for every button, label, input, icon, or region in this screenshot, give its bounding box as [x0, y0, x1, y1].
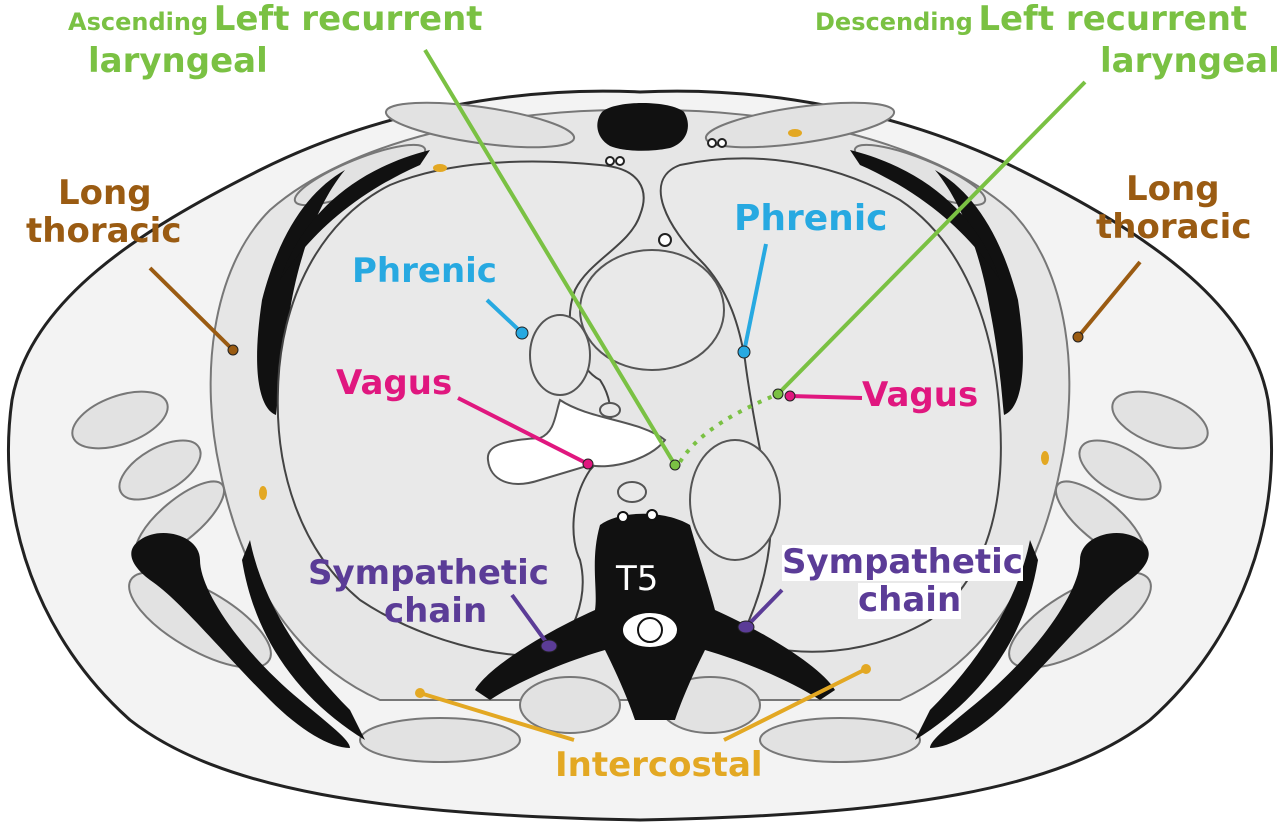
pleural-recess-left — [617, 511, 629, 523]
long-thoracic-left-leader — [148, 266, 235, 352]
ribs — [242, 150, 1038, 740]
ascending-recurrent-laryngeal-dot — [669, 459, 681, 471]
ascending-main: Left recurrent — [213, 0, 483, 39]
vagus-right-dot — [784, 390, 796, 402]
phrenic-right-leader — [742, 243, 768, 353]
phrenic-left-leader — [485, 298, 524, 335]
sympathetic-right-ganglion — [737, 620, 755, 634]
intercostal-left-leader — [419, 691, 575, 742]
mediastinal-structures — [529, 249, 781, 561]
intercostal-label: Intercostal — [555, 745, 763, 785]
vagus-right-label: Vagus — [862, 375, 979, 415]
descending-recurrent-laryngeal-line2: laryngeal — [1100, 41, 1280, 81]
left-lung — [659, 157, 1002, 653]
sympathetic-right-line2: chain — [858, 580, 962, 620]
long-thoracic-right-line1: Long — [1126, 169, 1220, 209]
descending-prefix: Descending — [815, 8, 973, 36]
scapulae — [131, 532, 1149, 748]
vagus-right-leader — [789, 394, 863, 400]
long-thoracic-left-line2: thoracic — [26, 211, 182, 251]
phrenic-right-label: Phrenic — [734, 198, 888, 239]
sympathetic-right-leader — [744, 588, 784, 629]
descending-main: Left recurrent — [978, 0, 1248, 39]
ascending-recurrent-laryngeal-label: Ascending Left recurrent — [68, 0, 483, 39]
intercostal-left-dot — [415, 688, 425, 698]
phrenic-left-dot — [515, 326, 529, 340]
pleural-recess-right — [646, 509, 658, 521]
long-thoracic-right-line2: thoracic — [1096, 207, 1252, 247]
descending-recurrent-laryngeal-dot — [772, 388, 784, 400]
ascending-prefix: Ascending — [68, 8, 209, 36]
sympathetic-left-line1: Sympathetic — [308, 553, 549, 593]
descending-recurrent-laryngeal-leader — [776, 80, 1087, 396]
ascending-recurrent-laryngeal-leader — [423, 48, 677, 467]
descending-recurrent-laryngeal-label: Descending Left recurrent — [815, 0, 1248, 39]
intercostal-vessels — [259, 129, 1049, 500]
sternum — [597, 103, 688, 151]
long-thoracic-right-dot — [1072, 331, 1084, 343]
long-thoracic-left-line1: Long — [58, 173, 152, 213]
vagus-left-leader — [457, 396, 589, 466]
phrenic-left-label: Phrenic — [352, 251, 497, 291]
phrenic-right-dot — [737, 345, 751, 359]
internal-thoracic-vessels — [605, 138, 727, 247]
vertebra-label: T5 — [616, 559, 659, 599]
vagus-left-dot — [582, 458, 594, 470]
sympathetic-left-leader — [510, 593, 551, 648]
intercostal-right-dot — [861, 664, 871, 674]
sympathetic-right-line1: Sympathetic — [782, 542, 1023, 582]
sympathetic-left-line2: chain — [384, 591, 488, 631]
long-thoracic-right-leader — [1076, 260, 1142, 339]
vagus-left-label: Vagus — [336, 363, 453, 403]
intercostal-right-leader — [723, 667, 867, 742]
spinal-cord — [637, 617, 663, 643]
sympathetic-left-ganglion — [540, 639, 558, 653]
recurrent-laryngeal-course-dotted — [678, 392, 779, 464]
long-thoracic-left-dot — [227, 344, 239, 356]
ascending-recurrent-laryngeal-line2: laryngeal — [88, 41, 268, 81]
